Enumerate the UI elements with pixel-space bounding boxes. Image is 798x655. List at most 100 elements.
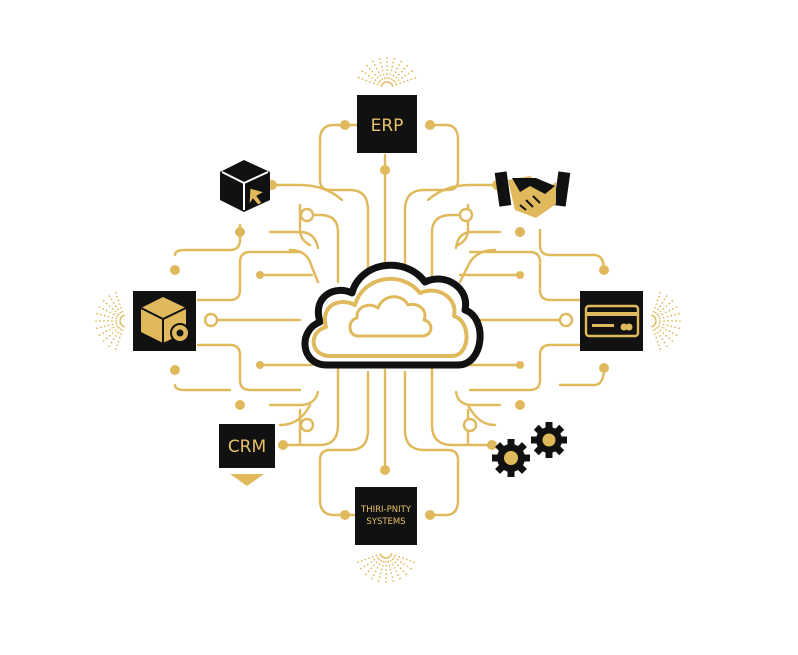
ray-dot — [678, 327, 680, 330]
ray-dot — [112, 326, 115, 329]
ray-dot — [663, 341, 666, 344]
ray-dot — [661, 313, 664, 316]
ray-dot — [394, 561, 397, 564]
ray-dot — [659, 291, 662, 294]
trace — [298, 203, 312, 247]
ray-dot — [411, 70, 413, 73]
gears-icon — [492, 422, 567, 477]
trace — [288, 248, 320, 284]
ray-dot — [375, 554, 378, 557]
ray-dot — [117, 308, 120, 311]
ray-dot — [410, 78, 413, 80]
ray-dot — [117, 299, 120, 302]
ray-dot — [361, 78, 364, 80]
trace — [268, 390, 320, 407]
ray-dot — [386, 61, 388, 63]
ray-dot — [381, 78, 384, 81]
ray-dot — [389, 73, 392, 76]
ray-dot — [116, 344, 118, 347]
ray-dot — [109, 328, 111, 331]
ray-dot — [674, 313, 677, 316]
ray-dot — [380, 65, 383, 68]
ray-dot — [658, 344, 660, 347]
ray-dot — [402, 570, 405, 573]
trace-dot — [235, 227, 245, 237]
ray-dot — [376, 83, 379, 86]
ray-dot — [657, 324, 660, 327]
ray-dot — [99, 326, 102, 329]
ray-dot — [668, 309, 671, 312]
trace-dot — [380, 465, 390, 475]
ray-dot — [120, 306, 123, 309]
ray-dot — [394, 554, 397, 557]
ray-dot — [121, 329, 124, 332]
credit-card-icon — [580, 291, 643, 351]
trace — [426, 183, 499, 202]
ray-dot — [105, 337, 108, 340]
ray-dot — [116, 315, 119, 318]
ray-dot — [376, 556, 379, 559]
ray-dot — [391, 65, 394, 68]
ray-dot — [360, 560, 363, 562]
ray-dot — [369, 80, 371, 83]
ray-dot — [390, 69, 393, 72]
ray-dot — [386, 65, 388, 67]
ray-dot — [96, 312, 98, 315]
ray-dot — [406, 64, 408, 67]
ray-dot — [662, 308, 665, 310]
ray-dot — [371, 77, 373, 79]
ray-dot — [658, 322, 661, 325]
trace — [430, 213, 468, 284]
ray-dot — [678, 312, 680, 315]
trace — [303, 213, 340, 284]
ray-dot — [373, 64, 376, 66]
ray-dot — [393, 567, 396, 569]
trace — [430, 360, 494, 447]
ray-dot — [117, 326, 120, 329]
ray-dot — [394, 81, 397, 84]
ray-dot — [357, 76, 360, 79]
trace-dot — [516, 361, 524, 369]
ray-dot — [373, 558, 376, 561]
ray-dot — [381, 69, 384, 72]
erp-box-bg — [357, 95, 417, 153]
ray-dot — [409, 560, 412, 562]
ray-dot — [115, 320, 117, 322]
ray-dot — [665, 334, 668, 337]
ray-dot — [400, 70, 403, 73]
ray-dot — [108, 334, 111, 337]
ray-dot — [118, 337, 121, 339]
ray-dot — [659, 329, 662, 332]
trace — [466, 403, 497, 427]
ray-dot — [674, 326, 677, 329]
trace — [173, 223, 242, 257]
ray-dot — [386, 57, 388, 59]
ray-dot — [391, 85, 394, 87]
ray-dot — [655, 337, 658, 339]
trace-dot — [278, 440, 288, 450]
trace-dot — [515, 400, 525, 410]
ray-dot — [403, 563, 406, 566]
ray-dot — [95, 320, 97, 322]
ray-dot — [658, 317, 661, 320]
ray-dot — [385, 569, 387, 571]
ray-dot — [391, 563, 394, 566]
ray-dot — [382, 560, 385, 563]
ray-dot — [115, 322, 118, 325]
trace-dot — [340, 120, 350, 130]
crm-pointer-icon — [230, 474, 264, 486]
ray-dot — [361, 70, 363, 73]
ray-dot — [663, 320, 665, 322]
ray-dot — [363, 565, 366, 568]
ray-dot — [365, 573, 367, 576]
ray-dot — [103, 314, 106, 317]
ray-dot — [398, 64, 401, 66]
ray-dot — [657, 315, 660, 318]
ray-dot — [103, 325, 106, 328]
ray-dot — [368, 557, 370, 560]
ray-dot — [108, 305, 111, 308]
ray-dot — [658, 295, 660, 298]
trace — [278, 403, 312, 427]
ray-dot — [397, 79, 400, 82]
